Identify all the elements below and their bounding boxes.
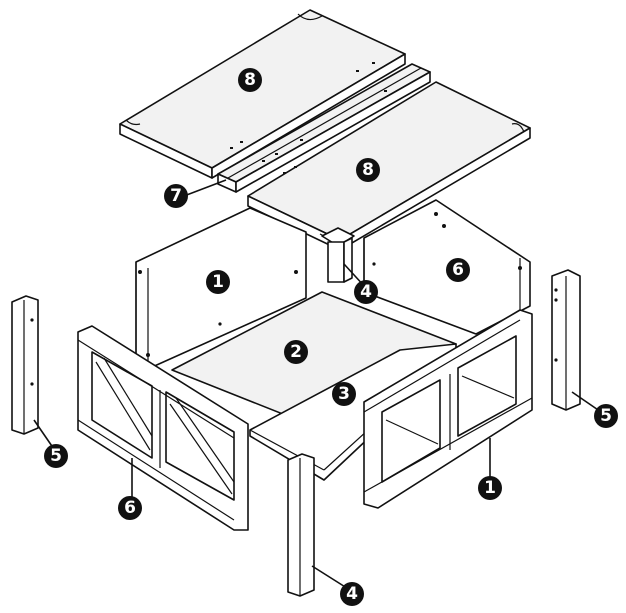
svg-text:8: 8 — [244, 70, 256, 90]
front-panel-left — [77, 325, 249, 531]
badge-top-left: 8 — [238, 68, 262, 92]
svg-text:6: 6 — [124, 498, 136, 518]
svg-text:4: 4 — [360, 282, 372, 302]
top-panel-right — [247, 81, 531, 251]
top-panel-left — [119, 9, 406, 179]
right-post — [551, 269, 581, 411]
badge-top-right: 8 — [356, 158, 380, 182]
svg-text:5: 5 — [50, 446, 62, 466]
svg-text:2: 2 — [290, 342, 302, 362]
svg-text:5: 5 — [600, 406, 612, 426]
svg-text:8: 8 — [362, 160, 374, 180]
svg-text:1: 1 — [212, 272, 224, 292]
badge-back-left-panel: 1 — [206, 270, 230, 294]
center-board — [217, 63, 431, 193]
svg-text:6: 6 — [452, 260, 464, 280]
badge-back-right-panel: 6 — [446, 258, 470, 282]
svg-text:3: 3 — [338, 384, 350, 404]
badge-front-left-panel: 6 — [118, 496, 142, 520]
badge-floor: 2 — [284, 340, 308, 364]
front-post — [287, 453, 315, 597]
svg-text:4: 4 — [346, 584, 358, 604]
badge-front-post: 4 — [340, 582, 364, 606]
badge-right-post: 5 — [594, 404, 618, 428]
svg-text:1: 1 — [484, 478, 496, 498]
badge-front-right-panel: 1 — [478, 476, 502, 500]
svg-text:7: 7 — [170, 186, 182, 206]
badge-left-post: 5 — [44, 444, 68, 468]
badge-floor-edge: 3 — [332, 382, 356, 406]
badge-center-board: 7 — [164, 184, 188, 208]
rear-post — [327, 237, 353, 283]
badge-rear-post: 4 — [354, 280, 378, 304]
front-panel-right — [363, 309, 533, 509]
left-post — [11, 295, 39, 435]
